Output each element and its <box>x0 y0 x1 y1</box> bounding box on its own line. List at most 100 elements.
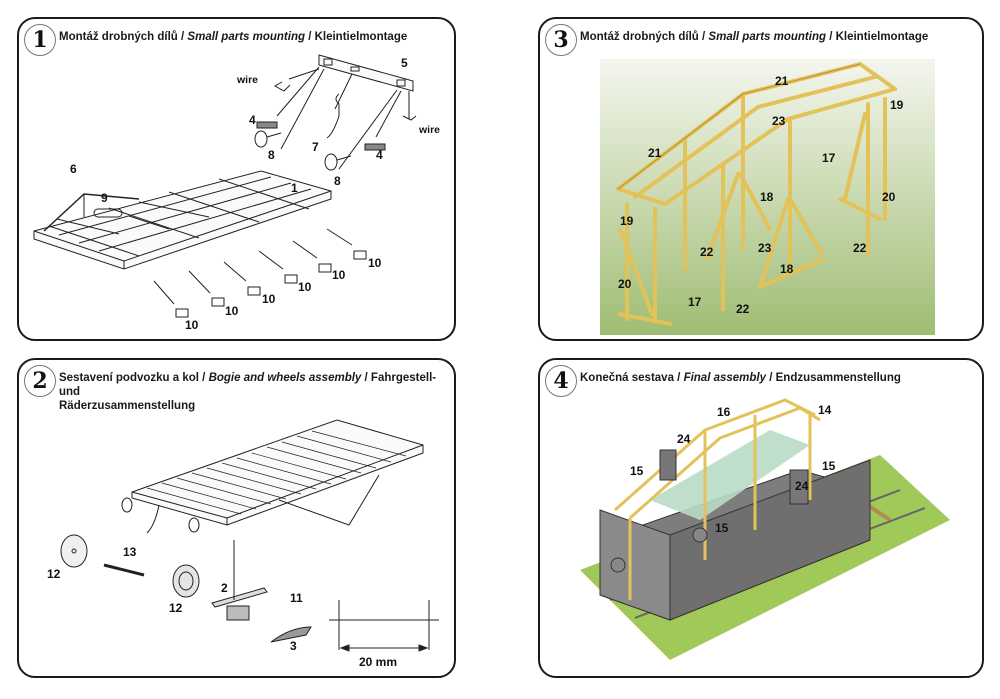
label-part-23: 23 <box>772 114 786 128</box>
beam-hole <box>350 66 360 72</box>
label-part-20: 20 <box>882 190 896 204</box>
step-3-panel: 3 Montáž drobných dílů / Small parts mou… <box>538 17 984 341</box>
label-part-14: 14 <box>818 403 832 417</box>
title-cz: Montáž drobných dílů <box>580 31 699 43</box>
arrow-right-icon <box>418 644 429 652</box>
label-part-20: 20 <box>618 277 632 291</box>
deck-planks <box>146 430 407 515</box>
title-separator: / <box>826 31 836 43</box>
label-part-22: 22 <box>700 245 714 259</box>
label-part-21: 21 <box>775 74 789 88</box>
label-part-4: 4 <box>249 113 256 127</box>
step-title: Sestavení podvozku a kol / Bogie and whe… <box>59 371 444 413</box>
final-assembly-illustration: 16 14 24 24 15 15 15 <box>580 398 950 660</box>
wheel <box>610 557 626 573</box>
label-part-24: 24 <box>795 479 809 493</box>
label-part-8: 8 <box>334 174 341 188</box>
small-parts-diagram: 5 wire wire 4 4 8 8 7 6 9 1 10 10 10 10 … <box>33 54 440 332</box>
part-24-panel <box>789 469 809 505</box>
label-part-5: 5 <box>401 56 408 70</box>
title-cz: Sestavení podvozku a kol <box>59 372 199 384</box>
label-part-12: 12 <box>169 601 183 615</box>
label-wire: wire <box>418 124 440 136</box>
part-2-bogie <box>211 587 268 608</box>
title-de: Kleintielmontage <box>314 31 408 43</box>
title-de-line2: Räderzusammenstellung <box>59 400 196 412</box>
wagon-deck <box>131 419 424 526</box>
title-en: Small parts mounting <box>187 31 305 43</box>
label-part-10: 10 <box>298 280 312 294</box>
beam-hole <box>323 58 333 66</box>
step-number-badge: 4 <box>545 365 577 397</box>
glass-cargo <box>650 430 810 520</box>
part-13-axle <box>103 563 145 577</box>
buffer <box>188 517 200 533</box>
label-part-3: 3 <box>290 639 297 653</box>
label-part-19: 19 <box>890 98 904 112</box>
buffer <box>121 497 133 513</box>
part-4-step <box>256 121 278 129</box>
title-en: Bogie and wheels assembly <box>208 372 362 384</box>
label-part-16: 16 <box>717 405 731 419</box>
title-separator: / <box>361 372 371 384</box>
title-de-line1: Fahrgestell- und <box>59 372 437 398</box>
label-part-6: 6 <box>70 162 77 176</box>
label-part-2: 2 <box>221 581 228 595</box>
label-part-19: 19 <box>620 214 634 228</box>
beam-hole <box>396 79 406 87</box>
label-wire: wire <box>236 74 258 86</box>
part-9-pin <box>93 208 123 218</box>
part-3-spring <box>270 626 312 643</box>
title-cz: Montáž drobných dílů <box>59 31 178 43</box>
label-part-21: 21 <box>648 146 662 160</box>
label-part-22: 22 <box>853 241 867 255</box>
title-de: Kleintielmontage <box>835 31 929 43</box>
arrow-left-icon <box>339 644 350 652</box>
step-4-panel: 4 Konečná sestava / Final assembly / End… <box>538 358 984 678</box>
title-de: Endzusammenstellung <box>775 372 901 384</box>
step-title: Konečná sestava / Final assembly / Endzu… <box>580 371 972 385</box>
dimension-label: 20 mm <box>359 655 397 669</box>
step-number-badge: 1 <box>24 24 56 56</box>
label-part-4: 4 <box>376 148 383 162</box>
title-separator: / <box>305 31 315 43</box>
part-12-wheel <box>60 534 88 568</box>
title-separator: / <box>177 31 188 43</box>
label-part-7: 7 <box>312 140 319 154</box>
part-7-hook <box>326 93 340 139</box>
label-part-24: 24 <box>677 432 691 446</box>
label-part-1: 1 <box>291 181 298 195</box>
label-part-22: 22 <box>736 302 750 316</box>
part-8-buffer <box>324 153 338 171</box>
title-en: Final assembly <box>683 372 767 384</box>
part-24-panel <box>659 449 677 481</box>
label-part-17: 17 <box>822 151 836 165</box>
title-separator: / <box>766 372 776 384</box>
label-part-9: 9 <box>101 191 108 205</box>
coupling-hook <box>146 504 160 534</box>
step-number-badge: 2 <box>24 365 56 397</box>
title-cz: Konečná sestava <box>580 372 674 384</box>
frame-edge-lines <box>617 63 861 190</box>
title-en: Small parts mounting <box>708 31 826 43</box>
label-part-10: 10 <box>332 268 346 282</box>
label-part-13: 13 <box>123 545 137 559</box>
title-separator: / <box>198 372 209 384</box>
label-part-10: 10 <box>225 304 239 318</box>
title-separator: / <box>673 372 684 384</box>
label-part-18: 18 <box>780 262 794 276</box>
bogie-wheels-diagram: 12 12 13 2 11 3 20 mm <box>47 419 439 669</box>
label-part-11: 11 <box>290 591 303 605</box>
frame-assembly-illustration: 21 21 19 19 23 23 17 17 18 18 20 20 22 2… <box>600 59 935 335</box>
part-5-beam <box>318 54 414 92</box>
part-1-frame <box>33 170 332 270</box>
wire-piece <box>402 115 417 121</box>
label-part-15: 15 <box>715 521 729 535</box>
label-part-10: 10 <box>185 318 199 332</box>
label-part-23: 23 <box>758 241 772 255</box>
step-title: Montáž drobných dílů / Small parts mount… <box>59 30 444 44</box>
label-part-10: 10 <box>262 292 276 306</box>
step-1-panel: 1 Montáž drobných dílů / Small parts mou… <box>17 17 456 341</box>
wheel <box>692 527 708 543</box>
label-part-15: 15 <box>630 464 644 478</box>
